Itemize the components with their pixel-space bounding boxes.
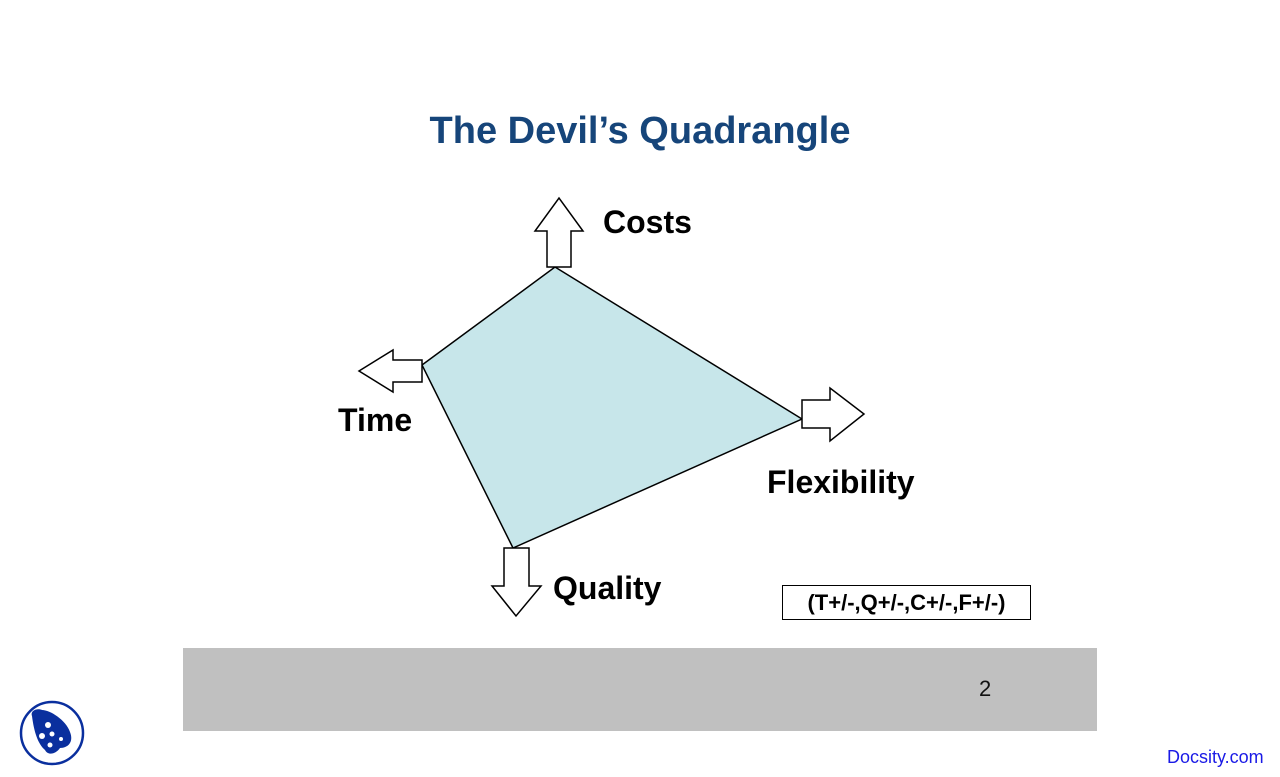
formula-text: (T+/-,Q+/-,C+/-,F+/-) [807, 589, 1006, 615]
formula-box: (T+/-,Q+/-,C+/-,F+/-) [782, 585, 1031, 620]
footer-bar [183, 648, 1097, 731]
label-quality: Quality [553, 570, 662, 606]
label-flexibility: Flexibility [767, 464, 915, 500]
arrow-left-icon [357, 348, 423, 394]
slide-title: The Devil’s Quadrangle [429, 110, 851, 152]
label-costs: Costs [603, 204, 692, 240]
docsity-logo-icon [19, 700, 85, 766]
arrow-up-icon [533, 196, 585, 268]
arrow-down-icon [490, 547, 543, 618]
quadrangle-shape [421, 266, 804, 549]
label-time: Time [338, 402, 413, 438]
brand-link[interactable]: Docsity.com [1167, 747, 1264, 767]
arrow-right-icon [801, 386, 866, 443]
page-number: 2 [979, 676, 992, 701]
